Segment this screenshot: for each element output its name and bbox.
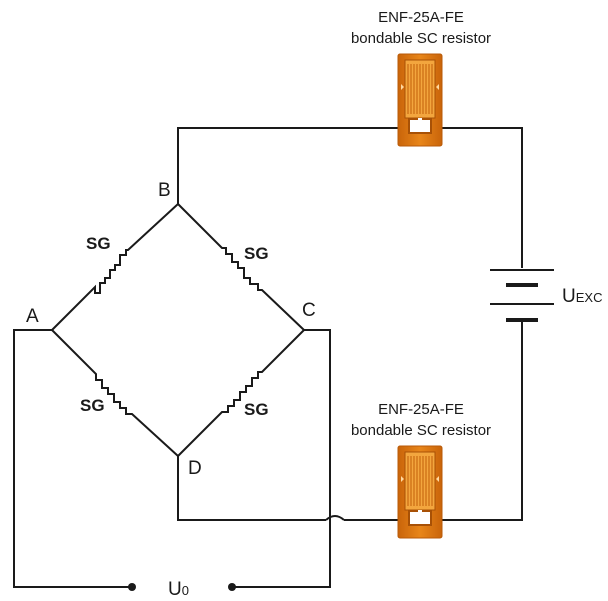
gauge-label-bottom-left: SG [80, 396, 105, 415]
wire-crossover-hop [325, 515, 345, 521]
excitation-voltage-label: UEXC [562, 286, 602, 307]
wire-a-output [13, 329, 130, 588]
wire-b-top [177, 127, 523, 268]
resistor-bottom-description: bondable SC resistor [351, 422, 491, 439]
wire-d-bottom [177, 456, 326, 521]
output-voltage-subscript: 0 [182, 583, 189, 598]
bridge-arm-b-c [177, 203, 305, 331]
gauge-label-bottom-right: SG [244, 400, 269, 419]
excitation-voltage-subscript: EXC [576, 290, 603, 305]
resistor-top-description: bondable SC resistor [351, 30, 491, 47]
output-voltage-label: U0 [168, 579, 189, 600]
output-terminal-left [128, 583, 136, 591]
node-label-b: B [158, 180, 171, 201]
bridge-arm-a-b [51, 203, 179, 331]
node-label-a: A [26, 306, 39, 327]
resistor-top-model: ENF-25A-FE [378, 9, 464, 26]
node-label-d: D [188, 458, 202, 479]
battery-icon [490, 269, 554, 322]
gauge-label-top-right: SG [244, 244, 269, 263]
excitation-voltage-symbol: U [562, 286, 576, 307]
bridge-arm-c-d [177, 329, 305, 457]
output-voltage-symbol: U [168, 579, 182, 600]
resistor-bottom-model: ENF-25A-FE [378, 401, 464, 418]
gauge-label-top-left: SG [86, 234, 111, 253]
resistor-top-icon [397, 53, 443, 147]
bridge-arm-a-d [51, 329, 179, 457]
node-label-c: C [302, 300, 316, 321]
resistor-bottom-icon [397, 445, 443, 539]
output-terminal-right [228, 583, 236, 591]
wire-c-output [233, 329, 331, 588]
